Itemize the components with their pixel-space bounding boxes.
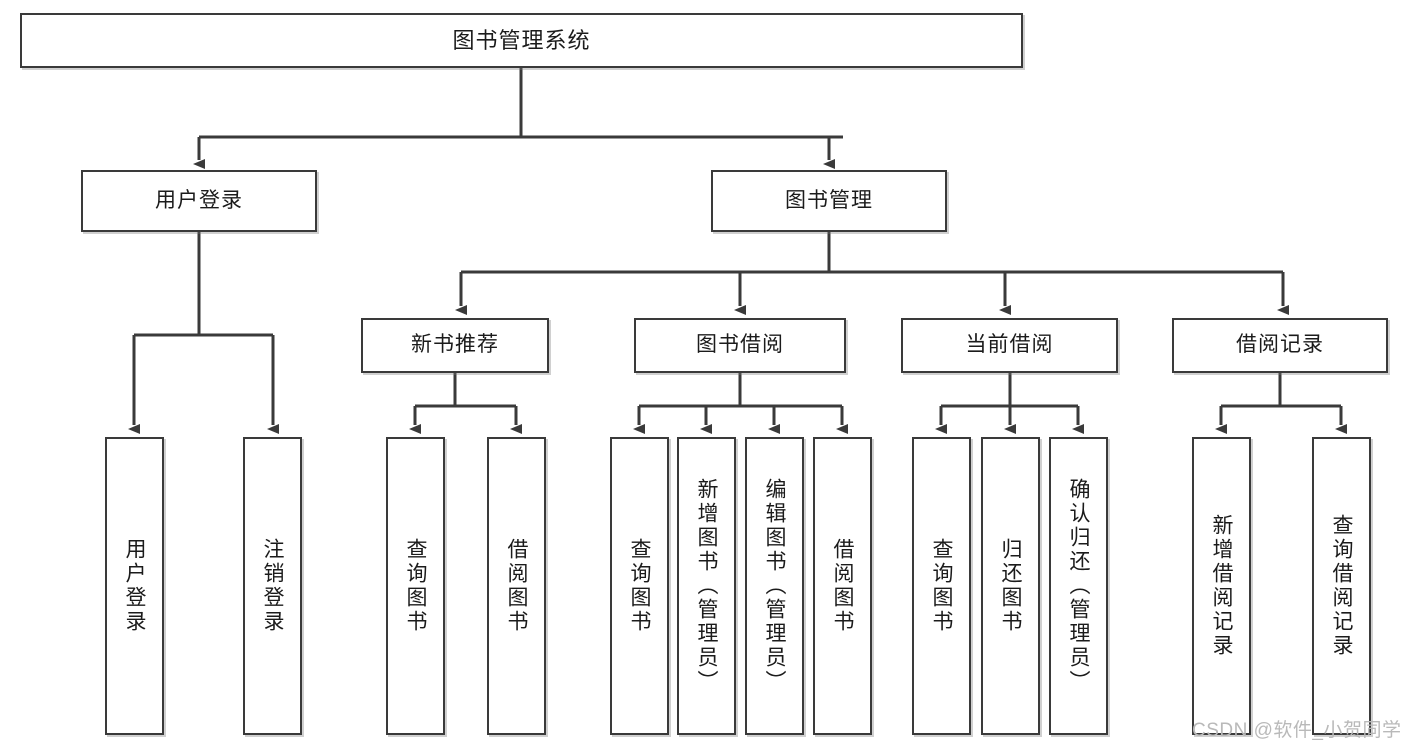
node-leaf-book-borrow-query[interactable]: 查询图书 xyxy=(610,437,669,735)
node-leaf-book-borrow-borrow[interactable]: 借阅图书 xyxy=(813,437,872,735)
node-label: 注销登录 xyxy=(261,538,284,634)
node-user-login[interactable]: 用户登录 xyxy=(81,170,317,232)
node-leaf-book-borrow-edit[interactable]: 编辑图书（管理员） xyxy=(745,437,804,735)
node-leaf-current-borrow-query[interactable]: 查询图书 xyxy=(912,437,971,735)
node-current-borrow[interactable]: 当前借阅 xyxy=(901,318,1118,373)
node-label: 查询借阅记录 xyxy=(1330,514,1353,658)
node-label: 确认归还（管理员） xyxy=(1067,478,1090,694)
csdn-watermark: CSDN @软件_小贺同学 xyxy=(1192,720,1402,741)
node-label: 借阅图书 xyxy=(505,538,528,634)
node-leaf-borrow-record-add[interactable]: 新增借阅记录 xyxy=(1192,437,1251,735)
node-label: 图书管理 xyxy=(785,188,873,212)
node-label: 查询图书 xyxy=(930,538,953,634)
node-label: 新增借阅记录 xyxy=(1210,514,1233,658)
node-leaf-user-login-login[interactable]: 用户登录 xyxy=(105,437,164,735)
node-leaf-user-login-logout[interactable]: 注销登录 xyxy=(243,437,302,735)
node-label: 用户登录 xyxy=(123,538,146,634)
node-label: 查询图书 xyxy=(628,538,651,634)
node-label: 查询图书 xyxy=(404,538,427,634)
node-leaf-new-book-borrow[interactable]: 借阅图书 xyxy=(487,437,546,735)
node-label: 新书推荐 xyxy=(411,333,499,357)
node-label: 新增图书（管理员） xyxy=(695,478,718,694)
node-label: 借阅记录 xyxy=(1236,333,1324,357)
node-book-management[interactable]: 图书管理 xyxy=(711,170,947,232)
node-label: 借阅图书 xyxy=(831,538,854,634)
node-label: 归还图书 xyxy=(999,538,1022,634)
node-label: 图书借阅 xyxy=(696,333,784,357)
node-leaf-borrow-record-query[interactable]: 查询借阅记录 xyxy=(1312,437,1371,735)
node-leaf-current-borrow-return[interactable]: 归还图书 xyxy=(981,437,1040,735)
node-borrow-record[interactable]: 借阅记录 xyxy=(1172,318,1388,373)
node-leaf-new-book-query[interactable]: 查询图书 xyxy=(386,437,445,735)
node-label: 用户登录 xyxy=(155,188,243,212)
node-root-book-management-system[interactable]: 图书管理系统 xyxy=(20,13,1023,68)
node-label: 图书管理系统 xyxy=(452,27,591,53)
node-leaf-current-borrow-confirm-return[interactable]: 确认归还（管理员） xyxy=(1049,437,1108,735)
node-label: 编辑图书（管理员） xyxy=(763,478,786,694)
node-leaf-book-borrow-add[interactable]: 新增图书（管理员） xyxy=(677,437,736,735)
node-label: 当前借阅 xyxy=(965,333,1054,357)
node-book-borrow[interactable]: 图书借阅 xyxy=(634,318,846,373)
node-new-book-recommend[interactable]: 新书推荐 xyxy=(361,318,549,373)
